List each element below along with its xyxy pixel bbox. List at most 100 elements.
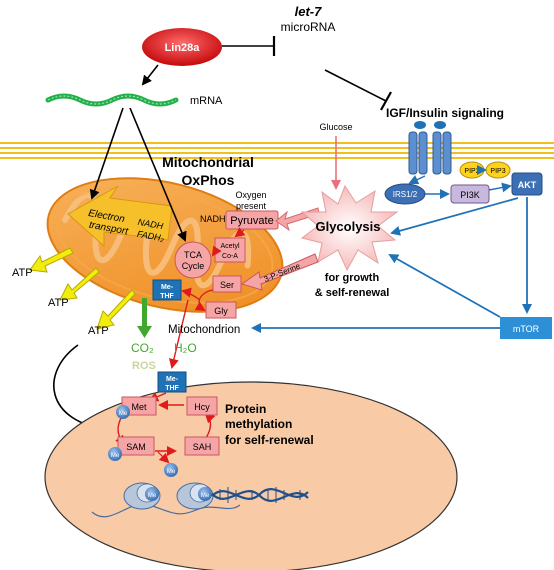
- sah-node: SAH: [184, 436, 220, 456]
- ser-to-gly-arrow: [194, 289, 214, 312]
- nucleus: [44, 381, 458, 570]
- pip3-node: PIP3: [485, 161, 511, 179]
- glycine-node: Gly: [205, 301, 237, 319]
- pip3-label: PIP3: [490, 168, 505, 175]
- mito-oxphos-title-line1: Mitochondrial: [162, 154, 254, 170]
- acetyl-label-line2: Co-A: [222, 253, 238, 260]
- pyruvate-node: Pyruvate: [225, 210, 279, 230]
- igf-receptor: [408, 121, 452, 175]
- pyruvate-to-acetyl-arrow: [234, 227, 246, 238]
- pi3k-node: PI3K: [450, 184, 490, 204]
- acetyl-label-line1: Acetyl: [220, 243, 240, 250]
- lin28a-to-mrna-arrow: [141, 64, 159, 86]
- receptor-to-irs-arrow: [408, 175, 426, 185]
- methf-nucleus-line1: Me-: [166, 376, 179, 383]
- acetyl-to-tca-arrow: [211, 245, 222, 257]
- methyl-label-1: Me: [119, 411, 128, 417]
- irs-node: IRS1/2: [384, 183, 426, 205]
- pip2-node: PIP2: [459, 161, 485, 179]
- methyl-group-2: Me: [108, 447, 122, 461]
- methyl-label-5: Me: [201, 493, 210, 499]
- akt-to-glycolysis-arrow: [390, 197, 519, 236]
- akt-label: AKT: [518, 180, 537, 190]
- pi3k-label: PI3K: [460, 190, 480, 200]
- methyl-group-1: Me: [116, 405, 130, 419]
- glycolysis-burst: Glycolysis: [300, 184, 399, 272]
- let7-label: let-7: [295, 4, 323, 19]
- mtor-to-glycolysis-arrow: [388, 254, 501, 318]
- methf-mito-node: Me- THF: [152, 279, 182, 301]
- lin28a-node: Lin28a: [142, 28, 222, 66]
- methf-mito-line2: THF: [160, 293, 174, 300]
- met-label: Met: [131, 402, 147, 412]
- hcy-node: Hcy: [186, 396, 218, 416]
- methf-nucleus-line2: THF: [165, 385, 179, 392]
- protein-methylation-line3: for self-renewal: [225, 433, 314, 447]
- co2-arrow: [137, 298, 152, 338]
- serine-node: Ser: [212, 275, 242, 293]
- methyl-group-3: Me: [164, 463, 178, 477]
- sam-label: SAM: [126, 442, 146, 452]
- sam-node: SAM: [117, 436, 155, 456]
- lin28a-inhibits-let7: [222, 36, 276, 56]
- serine-label: Ser: [220, 280, 234, 290]
- glycolysis-label: Glycolysis: [315, 219, 380, 234]
- tca-label-line2: Cycle: [182, 261, 205, 271]
- ser-to-methf-arrow: [181, 287, 201, 301]
- acetyl-coa-node: Acetyl Co-A: [214, 237, 246, 263]
- methf-nucleus-node: Me- THF: [157, 371, 187, 393]
- mitochondrion: [46, 177, 284, 313]
- mrna-strand: [45, 93, 179, 107]
- lin28a-label: Lin28a: [165, 42, 201, 54]
- h2o-label: H₂O: [174, 341, 197, 355]
- growth-label-line1: for growth: [325, 272, 380, 284]
- oxygen-present-line1: Oxygen: [235, 190, 266, 200]
- methyl-group-5: Me: [198, 487, 212, 501]
- hcy-label: Hcy: [194, 402, 210, 412]
- pyruvate-label: Pyruvate: [230, 215, 273, 227]
- fadh2-in-mito: FADH₂: [136, 229, 165, 244]
- igf-signaling-label: IGF/Insulin signaling: [386, 106, 504, 120]
- mtor-node: mTOR: [500, 317, 552, 339]
- ros-label: ROS: [132, 360, 156, 372]
- mitochondrion-label: Mitochondrion: [168, 324, 240, 336]
- mito-oxphos-title-line2: OxPhos: [182, 172, 235, 188]
- tca-label-line1: TCA: [184, 250, 202, 260]
- tca-cycle-node: TCA Cycle: [174, 241, 212, 279]
- let7-inhibits-igf: [324, 69, 392, 111]
- mrna-to-tca-arrow: [129, 107, 187, 242]
- co2-label: CO₂: [131, 341, 154, 355]
- methyl-label-4: Me: [148, 493, 157, 499]
- protein-methylation-line1: Protein: [225, 402, 266, 416]
- mrna-label: mRNA: [190, 95, 223, 107]
- mrna-to-electron-transport-arrow: [89, 107, 124, 200]
- pi3k-to-akt-arrow: [488, 182, 512, 193]
- cell-membrane: [0, 142, 554, 159]
- akt-node: AKT: [511, 172, 543, 196]
- atp-label-2: ATP: [48, 297, 69, 309]
- methf-export-arrow: [168, 299, 189, 369]
- mtor-label: mTOR: [513, 324, 540, 334]
- methf-mito-line1: Me-: [161, 284, 174, 291]
- methyl-label-3: Me: [167, 469, 176, 475]
- protein-methylation-line2: methylation: [225, 417, 292, 431]
- atp-arrows: [29, 247, 136, 330]
- sah-label: SAH: [193, 442, 212, 452]
- nadh-in-mito: NADH: [137, 217, 164, 231]
- sam-to-methyl-arrow: [157, 451, 170, 464]
- glucose-label: Glucose: [319, 122, 352, 132]
- dna-helix: [211, 487, 309, 503]
- oxygen-present-line2: present: [236, 201, 267, 211]
- microrna-label: microRNA: [281, 20, 336, 34]
- nadh-label: NADH: [200, 214, 226, 224]
- methyl-label-2: Me: [111, 453, 120, 459]
- pip2-label: PIP2: [464, 168, 479, 175]
- atp-label-3: ATP: [88, 325, 109, 337]
- growth-label-line2: & self-renewal: [315, 287, 390, 299]
- irs-label: IRS1/2: [393, 190, 418, 199]
- methyl-group-4: Me: [145, 487, 159, 501]
- atp-label-1: ATP: [12, 267, 33, 279]
- glycine-label: Gly: [214, 306, 228, 316]
- electron-transport-arrow: Electron transport NADH FADH₂: [67, 185, 173, 248]
